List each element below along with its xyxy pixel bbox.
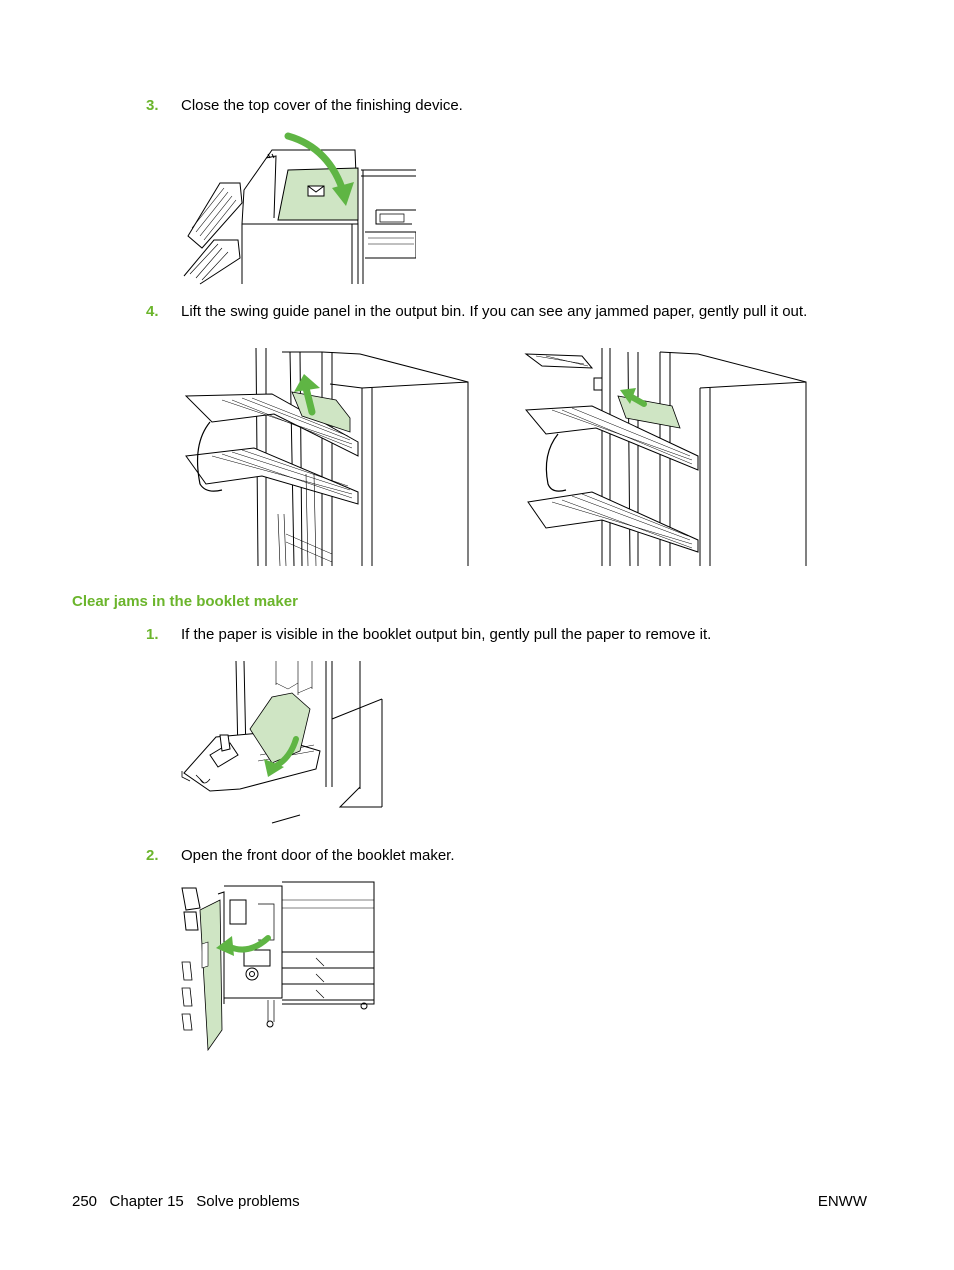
swing-guide-open-illustration [182,344,472,567]
footer-right: ENWW [817,1193,867,1210]
step-number: 2. [146,847,159,864]
step-number: 3. [146,97,159,114]
finisher-top-cover-illustration [180,128,416,285]
step-number: 4. [146,303,159,320]
step-text: Close the top cover of the finishing dev… [181,97,463,114]
section-heading: Clear jams in the booklet maker [72,593,298,610]
page-number: 250 [72,1193,98,1210]
step-text: Lift the swing guide panel in the output… [181,303,808,320]
step-text: Open the front door of the booklet maker… [181,847,455,864]
step-number: 1. [146,626,159,643]
step-text: If the paper is visible in the booklet o… [181,626,712,643]
chapter-label: Chapter 15 [109,1193,184,1210]
chapter-title: Solve problems [196,1193,300,1210]
booklet-front-door-illustration [178,880,376,1052]
booklet-output-bin-illustration [180,659,385,827]
jammed-paper-removal-illustration [522,344,810,567]
footer-left: 250 Chapter 15 Solve problems [72,1193,300,1210]
